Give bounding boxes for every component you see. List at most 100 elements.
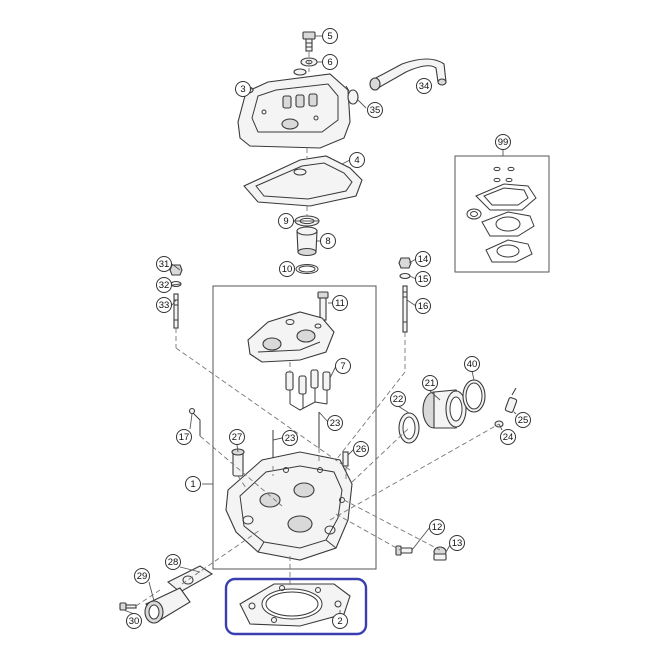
stud-33 xyxy=(173,293,179,329)
callout-number: 99 xyxy=(498,137,509,148)
callout-number: 23 xyxy=(330,418,341,429)
callout-number: 27 xyxy=(232,432,243,443)
valve-cover-gasket-4 xyxy=(243,155,363,207)
callout-number: 24 xyxy=(503,432,514,443)
callout-number: 1 xyxy=(190,479,195,490)
callout-22: 22 xyxy=(390,391,406,407)
callout-circle xyxy=(495,134,511,150)
spark-plug-sleeve-8 xyxy=(296,226,318,257)
callout-circle xyxy=(185,476,201,492)
callout-circle xyxy=(279,261,295,277)
fitting-27 xyxy=(231,448,245,477)
callout-number: 5 xyxy=(327,31,332,42)
bolt-5 xyxy=(302,31,316,52)
callout-circle xyxy=(235,81,251,97)
hose-clamp-40 xyxy=(462,379,486,413)
callout-circle xyxy=(349,152,365,168)
valve-cover-3 xyxy=(237,68,351,149)
callout-9: 9 xyxy=(278,213,294,229)
bolt-30 xyxy=(119,602,137,611)
callout-number: 17 xyxy=(179,432,190,443)
callout-circle xyxy=(156,277,172,293)
callout-number: 13 xyxy=(452,538,463,549)
callout-8: 8 xyxy=(320,233,336,249)
callout-circle xyxy=(416,78,432,94)
callout-circle xyxy=(156,297,172,313)
callout-circle xyxy=(515,412,531,428)
callout-21: 21 xyxy=(422,375,438,391)
callout-circle xyxy=(327,415,343,431)
callout-99: 99 xyxy=(495,134,511,150)
assembly-dash-lines xyxy=(135,52,500,607)
stud-16 xyxy=(402,285,408,333)
callout-circle xyxy=(134,568,150,584)
callout-leader-lines xyxy=(123,35,517,615)
callout-10: 10 xyxy=(279,261,295,277)
callout-30: 30 xyxy=(126,613,142,629)
callout-32: 32 xyxy=(156,277,172,293)
nut-14 xyxy=(398,257,412,269)
callout-number: 7 xyxy=(340,361,345,372)
callout-circle xyxy=(282,430,298,446)
callout-26: 26 xyxy=(353,441,369,457)
callout-number: 33 xyxy=(159,300,170,311)
callout-circle xyxy=(390,391,406,407)
callout-2: 2 xyxy=(332,613,348,629)
callout-number: 26 xyxy=(356,444,367,455)
callout-29: 29 xyxy=(134,568,150,584)
callout-number: 22 xyxy=(393,394,404,405)
head-gasket-2 xyxy=(239,583,351,627)
callout-35: 35 xyxy=(367,102,383,118)
callout-number: 23 xyxy=(285,433,296,444)
callout-25: 25 xyxy=(515,412,531,428)
callout-circle xyxy=(415,251,431,267)
callout-circle xyxy=(229,429,245,445)
callout-circle xyxy=(367,102,383,118)
callout-13: 13 xyxy=(449,535,465,551)
callout-circle xyxy=(332,295,348,311)
callout-circle xyxy=(165,554,181,570)
callout-number: 21 xyxy=(425,378,436,389)
callout-circle xyxy=(176,429,192,445)
callout-27: 27 xyxy=(229,429,245,445)
callout-number: 35 xyxy=(370,105,381,116)
cylinder-head-1 xyxy=(225,451,353,561)
callout-number: 3 xyxy=(240,84,245,95)
callout-number: 34 xyxy=(419,81,430,92)
callout-circle xyxy=(464,356,480,372)
callout-6: 6 xyxy=(322,54,338,70)
callout-circle xyxy=(322,54,338,70)
bolt-26 xyxy=(342,451,349,467)
callout-circle xyxy=(353,441,369,457)
callout-circle xyxy=(278,213,294,229)
callout-7: 7 xyxy=(335,358,351,374)
callout-1: 1 xyxy=(185,476,201,492)
callout-4: 4 xyxy=(349,152,365,168)
callout-5: 5 xyxy=(322,28,338,44)
bolt-11 xyxy=(317,291,329,321)
gasket-kit-99-parts xyxy=(466,166,537,263)
cylinder-head-assembly-frame xyxy=(212,285,377,570)
callout-23: 23 xyxy=(282,430,298,446)
callout-34: 34 xyxy=(416,78,432,94)
callout-16: 16 xyxy=(415,298,431,314)
callout-11: 11 xyxy=(332,295,348,311)
callout-14: 14 xyxy=(415,251,431,267)
callout-3: 3 xyxy=(235,81,251,97)
o-ring-10 xyxy=(295,264,319,274)
callout-number: 29 xyxy=(137,571,148,582)
exhaust-flange-29 xyxy=(144,587,191,624)
valve-lifters-7 xyxy=(285,369,331,411)
callout-33: 33 xyxy=(156,297,172,313)
clamp-22 xyxy=(398,412,420,444)
callout-number: 6 xyxy=(327,57,332,68)
callout-number: 2 xyxy=(337,616,342,627)
callout-24: 24 xyxy=(500,429,516,445)
callout-circle xyxy=(335,358,351,374)
callout-circle xyxy=(320,233,336,249)
callout-28: 28 xyxy=(165,554,181,570)
callout-number: 11 xyxy=(335,298,345,309)
bolt-12 xyxy=(395,545,413,556)
